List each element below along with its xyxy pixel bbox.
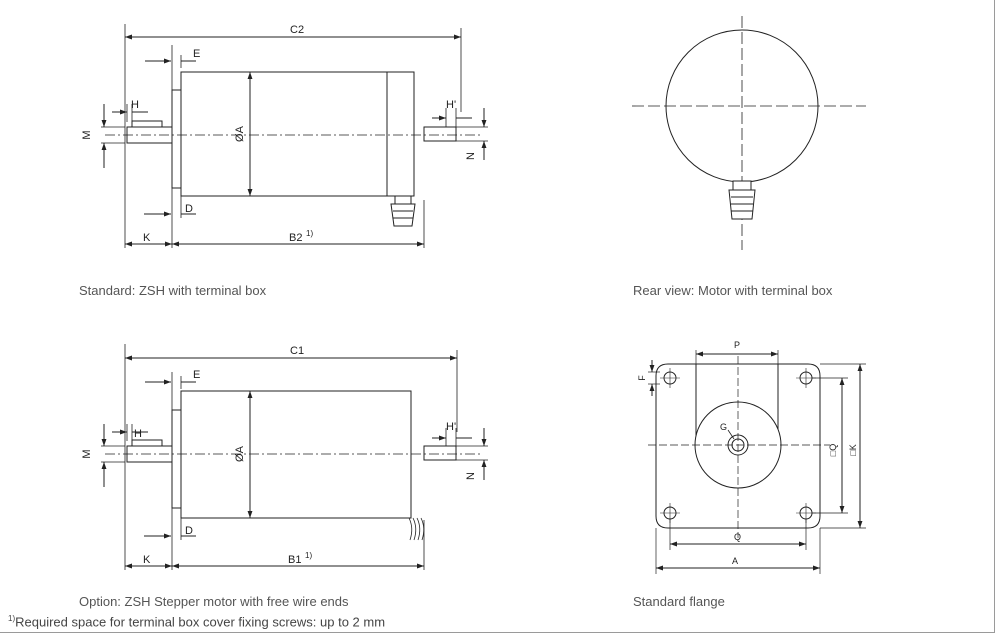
dim-e-option: E <box>193 369 200 381</box>
standard-flange-view <box>648 350 866 574</box>
dim-sq-k: □K <box>848 444 858 455</box>
dim-c2: C2 <box>290 24 304 36</box>
dim-a: A <box>732 556 738 566</box>
dim-k: K <box>143 232 151 244</box>
dim-n: N <box>465 152 477 160</box>
dim-d: D <box>185 203 193 215</box>
dim-h-rear-option: H' <box>446 421 456 433</box>
footnote: 1)Required space for terminal box cover … <box>8 614 385 629</box>
caption-standard: Standard: ZSH with terminal box <box>79 283 267 298</box>
dim-b1: B1 <box>288 554 301 566</box>
caption-rear-view: Rear view: Motor with terminal box <box>633 283 833 298</box>
dim-g: G <box>720 422 727 432</box>
dim-b2-footnote-marker: 1) <box>306 229 313 238</box>
dim-sq-q: □Q <box>828 444 838 456</box>
dim-q: Q <box>734 532 741 542</box>
dim-d-option: D <box>185 525 193 537</box>
dim-b1-footnote-marker: 1) <box>305 551 312 560</box>
dim-dia-a: ØA <box>234 125 246 142</box>
frame-right-border <box>994 0 995 633</box>
standard-motor-view <box>101 24 488 248</box>
rear-view <box>632 16 866 250</box>
dim-b2: B2 <box>289 232 302 244</box>
dim-p: P <box>734 340 740 350</box>
footnote-text: Required space for terminal box cover fi… <box>15 614 386 630</box>
frame-bottom-border <box>0 632 995 633</box>
caption-standard-flange: Standard flange <box>633 594 725 609</box>
dim-dia-a-option: ØA <box>234 445 246 462</box>
dim-k-option: K <box>143 554 151 566</box>
dim-n-option: N <box>465 472 477 480</box>
footnote-marker: 1) <box>8 614 16 623</box>
dim-h: H <box>131 99 139 111</box>
dim-m: M <box>81 130 93 139</box>
caption-option: Option: ZSH Stepper motor with free wire… <box>79 594 349 609</box>
dim-h-option: H <box>134 428 142 440</box>
dim-m-option: M <box>81 449 93 458</box>
dim-c1: C1 <box>290 345 304 357</box>
dim-h-rear: H' <box>446 99 456 111</box>
option-motor-view <box>101 344 488 570</box>
dim-f: F <box>637 375 647 381</box>
dim-e: E <box>193 48 200 60</box>
